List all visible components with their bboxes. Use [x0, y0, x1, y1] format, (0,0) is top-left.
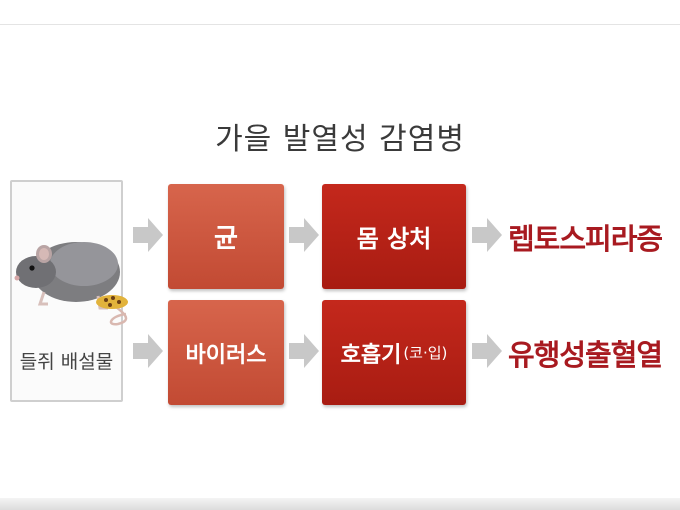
- rat-icon: [14, 242, 128, 326]
- arrow-right-icon: [472, 218, 502, 252]
- route-sublabel: (코·입): [403, 344, 448, 362]
- pathogen-label: 바이러스: [185, 342, 267, 368]
- pathogen-box-virus: 바이러스: [168, 300, 284, 405]
- pathogen-box-bacteria: 균: [168, 184, 284, 289]
- arrow-right-icon: [289, 218, 319, 252]
- diagram-title: 가을 발열성 감염병: [215, 122, 465, 157]
- route-label: 몸 상처: [356, 225, 432, 253]
- route-label: 호흡기: [340, 342, 402, 368]
- arrow-right-icon: [133, 334, 163, 368]
- disease-hemorrhagic-fever: 유행성출혈열: [508, 338, 663, 372]
- source-panel: 들쥐 배설물: [10, 180, 128, 402]
- top-divider: [0, 24, 680, 25]
- arrow-right-icon: [133, 218, 163, 252]
- source-label: 들쥐 배설물: [19, 351, 114, 373]
- disease-leptospirosis: 렙토스피라증: [508, 222, 663, 256]
- route-box-wound: 몸 상처: [322, 184, 466, 289]
- route-box-respiratory: 호흡기(코·입): [322, 300, 466, 405]
- bottom-bar: [0, 498, 680, 510]
- arrow-right-icon: [472, 334, 502, 368]
- arrow-right-icon: [289, 334, 319, 368]
- pathogen-label: 균: [214, 224, 238, 254]
